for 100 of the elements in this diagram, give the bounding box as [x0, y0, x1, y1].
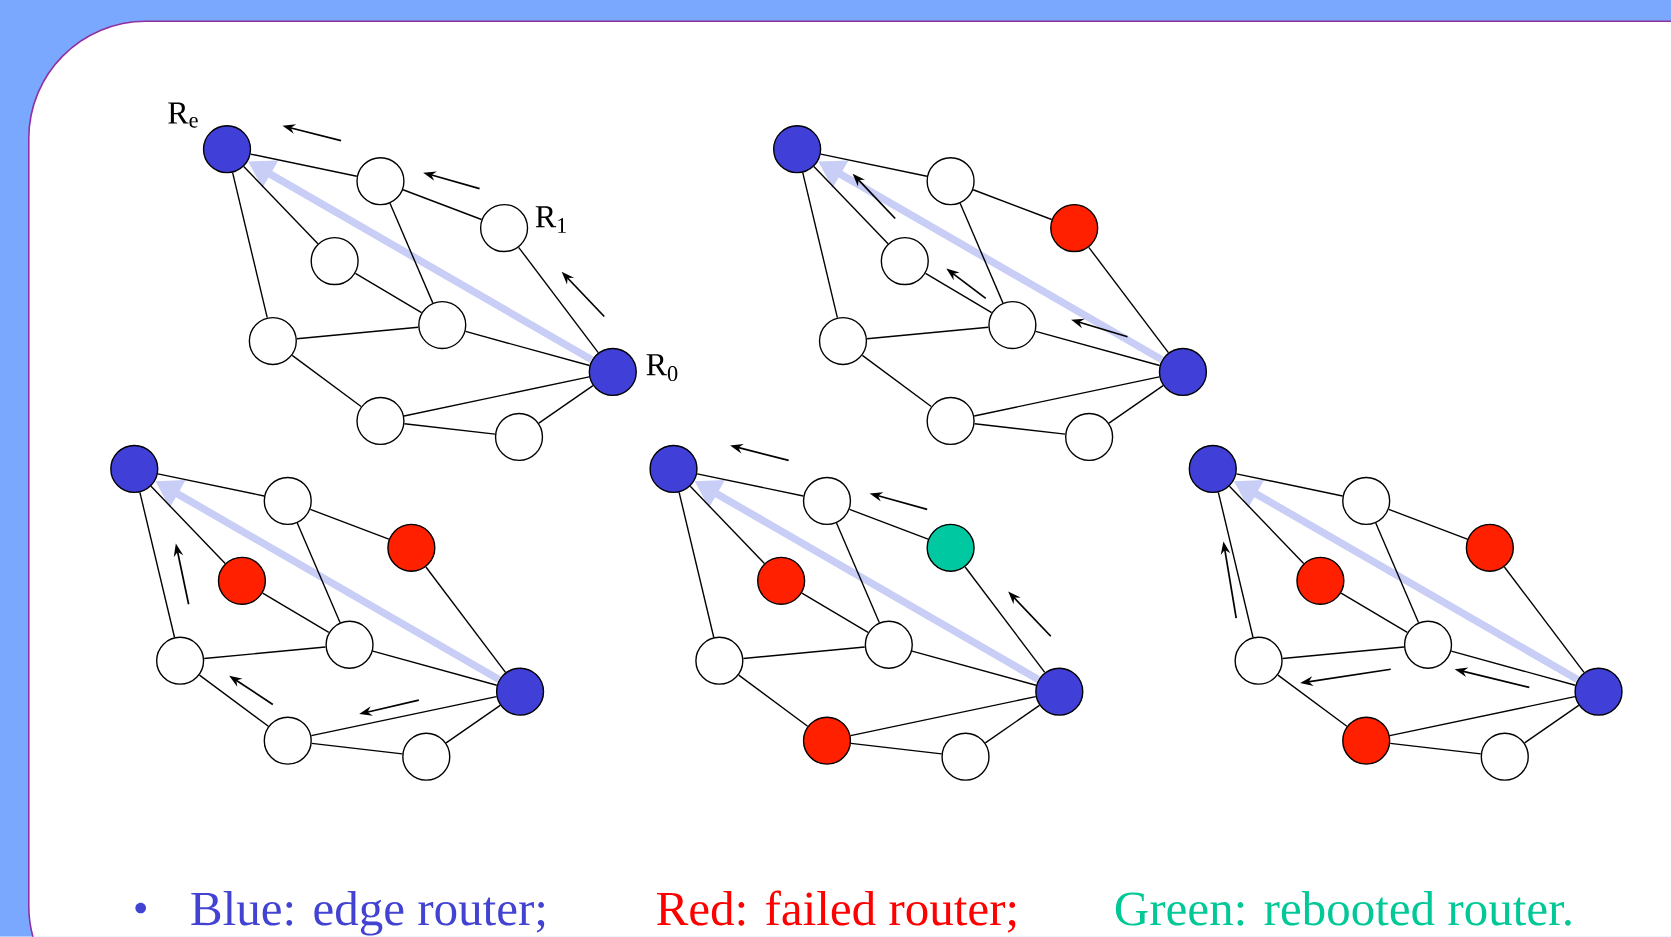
link-line: [310, 696, 498, 737]
link-line: [801, 592, 869, 634]
router-circle: [495, 667, 545, 716]
router-circle: [310, 237, 359, 286]
router-circle: [155, 636, 205, 685]
router-circle: [325, 620, 374, 669]
path-arrow: [694, 480, 1040, 683]
link-line: [1228, 485, 1305, 565]
router-circle: [864, 620, 913, 669]
link-line: [372, 650, 498, 687]
link-line: [1217, 491, 1254, 639]
link-line: [848, 508, 929, 541]
router-circle: [649, 444, 698, 494]
link-line: [964, 566, 1046, 674]
router-circle: [1158, 347, 1208, 397]
router-label: R$_{1}$: [535, 206, 566, 233]
router-circle: [588, 347, 637, 397]
link-line: [738, 674, 809, 728]
router-circle: [926, 523, 975, 573]
link-line: [389, 202, 434, 304]
router-circle: [479, 204, 529, 253]
link-line: [403, 423, 496, 435]
link-line: [861, 354, 932, 408]
link-line: [813, 166, 889, 245]
router-circle: [263, 716, 312, 765]
link-line: [984, 704, 1041, 744]
router-circle: [356, 396, 405, 446]
link-line: [139, 491, 176, 639]
router-circle: [757, 556, 806, 606]
link-line: [243, 166, 319, 245]
link-line: [1340, 592, 1408, 634]
router-circle: [1480, 732, 1529, 781]
link-line: [203, 646, 327, 660]
link-line: [1277, 674, 1348, 728]
router-circle: [387, 523, 436, 573]
router-circle: [1342, 716, 1391, 765]
router-circle: [1035, 667, 1084, 716]
router-circle: [1403, 620, 1453, 669]
router-circle: [926, 396, 975, 446]
path-arrow: [155, 480, 501, 683]
router-circle: [1234, 636, 1283, 685]
router-label: R$_{e}$: [168, 102, 198, 128]
link-line: [296, 522, 341, 624]
router-label: R$_{0}$: [646, 354, 678, 382]
link-line: [835, 522, 880, 624]
link-line: [445, 704, 501, 744]
link-line: [157, 473, 265, 497]
link-line: [1388, 508, 1468, 541]
router-circle: [880, 237, 929, 286]
path-arrow: [1233, 480, 1580, 683]
legend-item: Red: failed router;: [657, 890, 1016, 933]
router-circle: [773, 125, 822, 174]
link-line: [231, 172, 268, 319]
router-circle: [217, 556, 267, 606]
link-line: [850, 742, 943, 755]
link-line: [538, 385, 594, 424]
legend-item: Green: rebooted router.: [1115, 891, 1571, 926]
router-circle: [1050, 204, 1099, 253]
link-line: [1235, 473, 1344, 497]
link-line: [1281, 646, 1405, 660]
router-circle: [1296, 556, 1345, 606]
router-circle: [695, 636, 744, 685]
link-line: [924, 272, 993, 314]
router-circle: [494, 412, 544, 462]
link-line: [261, 592, 330, 634]
link-line: [820, 153, 928, 178]
path-arrow: [818, 160, 1164, 363]
link-line: [403, 376, 590, 417]
router-circle: [818, 317, 868, 366]
link-line: [911, 650, 1037, 687]
link-line: [198, 674, 270, 728]
router-circle: [110, 444, 159, 494]
router-circle: [1188, 444, 1237, 494]
router-circle: [356, 157, 405, 206]
router-circle: [1342, 476, 1391, 526]
link-line: [959, 202, 1004, 304]
link-line: [1375, 522, 1420, 624]
link-line: [973, 423, 1066, 435]
link-line: [1503, 566, 1585, 674]
link-line: [354, 272, 423, 314]
link-line: [464, 330, 591, 367]
router-circle: [1574, 667, 1623, 716]
link-line: [311, 742, 403, 755]
link-line: [696, 473, 805, 497]
link-line: [1523, 704, 1580, 744]
router-circle: [1465, 523, 1514, 573]
link-line: [866, 326, 990, 340]
link-line: [973, 376, 1160, 417]
router-circle: [263, 476, 312, 526]
link-line: [150, 485, 226, 565]
link-line: [678, 491, 715, 639]
link-line: [296, 326, 419, 340]
link-line: [1035, 330, 1161, 367]
link-line: [1389, 696, 1576, 737]
legend-item: Blue: edge router;: [191, 891, 545, 936]
link-line: [849, 696, 1037, 737]
router-circle: [418, 301, 467, 350]
router-circle: [802, 716, 852, 765]
link-line: [1389, 742, 1482, 755]
router-circle: [802, 476, 852, 526]
